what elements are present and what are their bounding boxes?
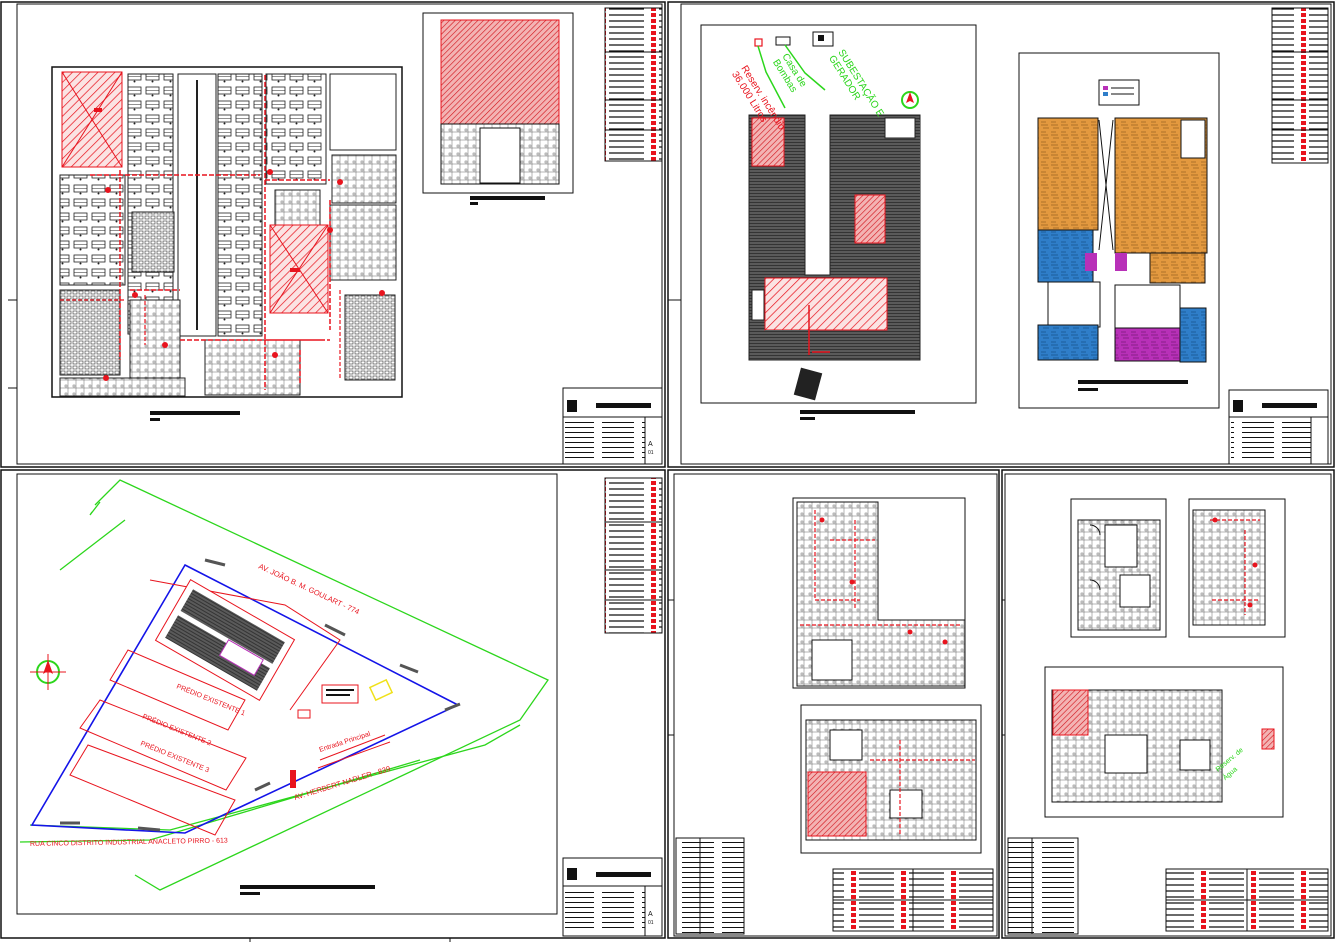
- building-existing-3: PRÉDIO EXISTENTE 3: [139, 739, 211, 775]
- sheet3-tag-a: A: [648, 911, 653, 918]
- sheet1-legend: [604, 7, 663, 162]
- sheet1-key-plan: [422, 12, 574, 205]
- street-south-label: AV. HERBERT NADLER - 839: [293, 764, 391, 802]
- sheet1-title-block: A 01: [562, 387, 663, 465]
- sheet1-tag-a: A: [648, 441, 653, 448]
- sheet1-tag-number: 01: [648, 450, 654, 456]
- sheet4-title-strip: [675, 837, 994, 935]
- sheet3-site-plan: PRÉDIO EXISTENTE 1 PRÉDIO EXISTENTE 2 PR…: [19, 479, 549, 895]
- sheet5-floor-plans: Reserv. deÁgua: [1044, 498, 1286, 818]
- sheet4-floor-plans: [792, 497, 982, 854]
- sheet5-title-strip: [1007, 837, 1329, 935]
- sheet2-title-block: [1228, 389, 1329, 465]
- building-existing-2: PRÉDIO EXISTENTE 2: [141, 712, 213, 748]
- sheet1-floor-plan: [51, 66, 403, 421]
- sheet3-title-block: A 01: [562, 857, 663, 937]
- sheet2-legend: [1271, 7, 1329, 164]
- frame-ticks: [8, 299, 1005, 942]
- sheet3-tag-number: 01: [648, 920, 654, 926]
- sheet3-legend: [604, 477, 663, 634]
- sheet2-occupancy-plan: [1018, 52, 1220, 409]
- street-west-label: RUA CINCO DISTRITO INDUSTRIAL ANACLETO P…: [30, 838, 228, 848]
- sheet2-fire-plan: Reserv. incêndio36.000 Litros Casa deBom…: [700, 24, 977, 420]
- street-north-label: AV. JOÃO B. M. GOULART - 774: [257, 562, 361, 617]
